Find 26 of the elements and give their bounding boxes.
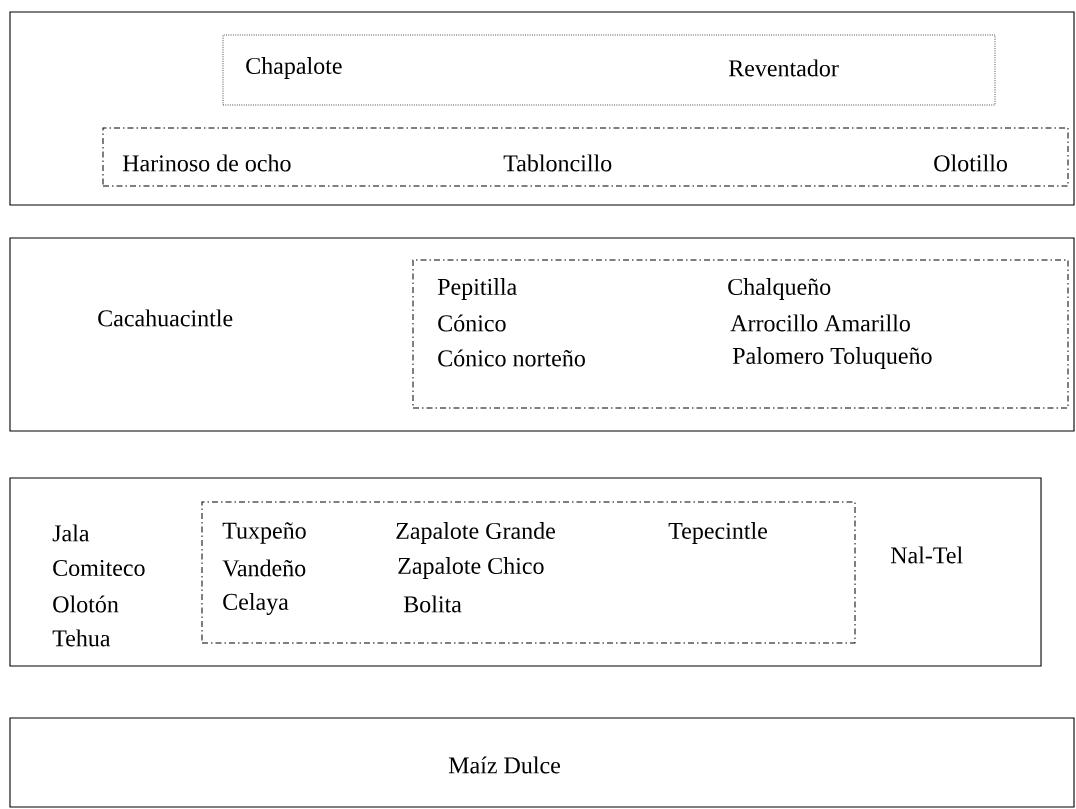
variety-name: Maíz Dulce — [448, 756, 560, 774]
variety-name: Reventador — [728, 59, 839, 77]
variety-name: Olotillo — [934, 154, 1007, 172]
variety-name: Comiteco — [53, 559, 145, 577]
variety-name: Tabloncillo — [503, 154, 612, 172]
variety-name: Celaya — [223, 593, 289, 615]
variety-name: Palomero Toluqueño — [732, 347, 932, 369]
variety-name: Jala — [52, 524, 90, 542]
variety-name: Cacahuacintle — [98, 309, 233, 327]
variety-name: Zapalote Chico — [398, 557, 544, 579]
variety-name: Pepitilla — [437, 278, 517, 300]
variety-name: Vandeño — [222, 559, 306, 577]
variety-name: Tepecintle — [668, 522, 767, 544]
variety-name: Tuxpeño — [222, 522, 306, 544]
variety-name: Harinoso de ocho — [122, 154, 291, 172]
variety-name: Cónico norteño — [438, 349, 585, 367]
variety-name: Cónico — [438, 314, 506, 332]
variety-name: Olotón — [53, 595, 119, 613]
group-box — [9, 11, 1075, 206]
variety-name: Bolita — [403, 595, 462, 613]
variety-name: Nal-Tel — [890, 546, 963, 564]
variety-name: Chapalote — [246, 57, 342, 79]
variety-name: Tehua — [52, 629, 111, 647]
variety-name: Chalqueño — [728, 278, 831, 300]
variety-name: Arrocillo Amarillo — [730, 314, 910, 332]
variety-name: Zapalote Grande — [396, 522, 555, 544]
